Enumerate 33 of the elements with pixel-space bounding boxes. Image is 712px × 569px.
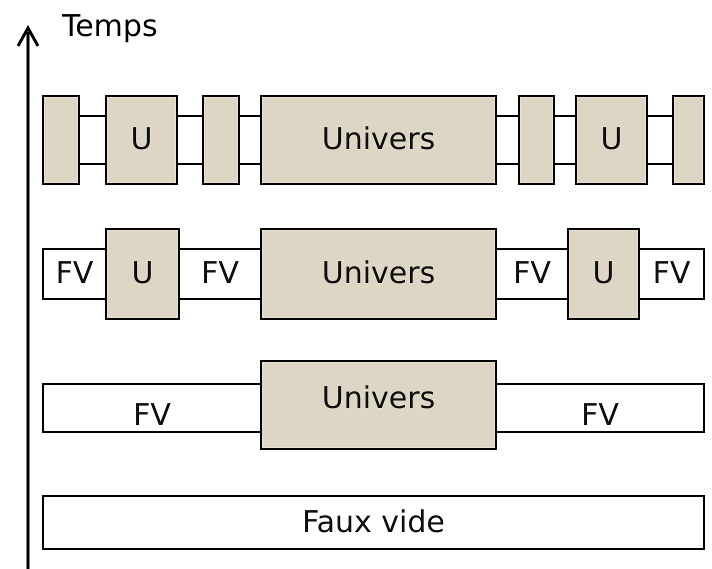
box-label: FV <box>513 259 551 289</box>
false-vacuum-box <box>495 383 705 433</box>
box-label: FV <box>201 259 239 289</box>
universe-box <box>575 95 648 185</box>
universe-block <box>518 95 555 185</box>
universe-box <box>105 95 178 185</box>
universe-block <box>42 95 80 185</box>
box-label: U <box>132 259 154 289</box>
box-label: Univers <box>322 259 436 289</box>
universe-block <box>672 95 705 185</box>
false-vacuum-box <box>42 495 705 550</box>
false-vacuum-box <box>638 248 705 300</box>
false-vacuum-box <box>178 248 262 300</box>
false-vacuum-box <box>42 248 107 300</box>
box-label: FV <box>56 259 94 289</box>
false-vacuum-box <box>495 248 569 300</box>
universe-block <box>202 95 240 185</box>
box-label: U <box>592 259 614 289</box>
universe-box <box>567 228 640 320</box>
box-label: FV <box>133 401 171 431</box>
box-label: U <box>130 125 152 155</box>
box-label: Univers <box>322 125 436 155</box>
universe-box <box>105 228 180 320</box>
box-label: FV <box>581 401 619 431</box>
box-label: Univers <box>322 384 436 414</box>
universe-box <box>260 360 497 450</box>
universe-box <box>260 228 497 320</box>
universe-box <box>260 95 497 185</box>
axis-label: Temps <box>62 12 158 42</box>
box-label: U <box>600 125 622 155</box>
box-label: Faux vide <box>302 508 445 538</box>
false-vacuum-box <box>42 383 262 433</box>
box-label: FV <box>652 259 690 289</box>
